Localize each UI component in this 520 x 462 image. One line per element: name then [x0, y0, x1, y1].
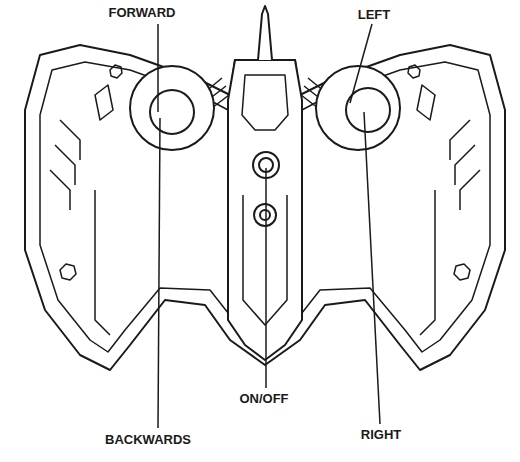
- leader-line: [350, 24, 372, 103]
- controller-body: [25, 45, 505, 370]
- left-hex-top: [110, 65, 122, 78]
- right-hex-top: [408, 65, 420, 78]
- left-grip-grooves: [50, 120, 110, 335]
- part-label: BACKWARDS: [105, 432, 191, 447]
- right-joystick-base: [316, 66, 400, 150]
- part-label: ON/OFF: [239, 391, 288, 406]
- right-hex: [454, 264, 470, 280]
- right-wing-inner: [298, 62, 490, 352]
- leader-line: [157, 24, 159, 112]
- part-label: LEFT: [358, 7, 391, 22]
- leader-line: [265, 168, 267, 388]
- center-spine: [228, 60, 302, 360]
- left-joystick-base: [130, 66, 214, 150]
- leader-line: [364, 112, 380, 424]
- left-wing-inner: [40, 62, 232, 352]
- part-label: RIGHT: [361, 427, 401, 442]
- leader-line: [158, 118, 160, 428]
- lower-port-ring: [254, 204, 276, 226]
- right-slot: [417, 85, 435, 120]
- antenna: [258, 6, 272, 60]
- right-grip-grooves: [420, 120, 480, 335]
- left-slot: [95, 85, 113, 120]
- center-spine-inner: [242, 75, 288, 325]
- lower-port: [260, 210, 270, 220]
- left-joystick: [150, 90, 194, 134]
- part-label: FORWARD: [109, 5, 176, 20]
- left-hex: [60, 264, 76, 280]
